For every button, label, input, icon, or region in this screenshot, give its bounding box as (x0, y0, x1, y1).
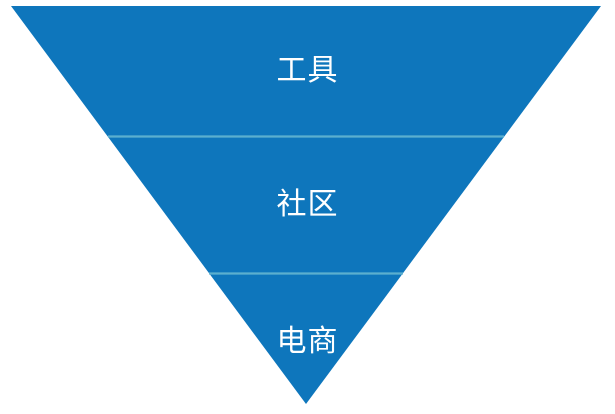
funnel-level-label-tools[interactable]: 工具 (276, 53, 339, 88)
funnel-level-label-community[interactable]: 社区 (276, 187, 339, 222)
funnel-body-triangle[interactable] (11, 6, 601, 404)
funnel-level-label-ecommerce[interactable]: 电商 (276, 324, 339, 359)
